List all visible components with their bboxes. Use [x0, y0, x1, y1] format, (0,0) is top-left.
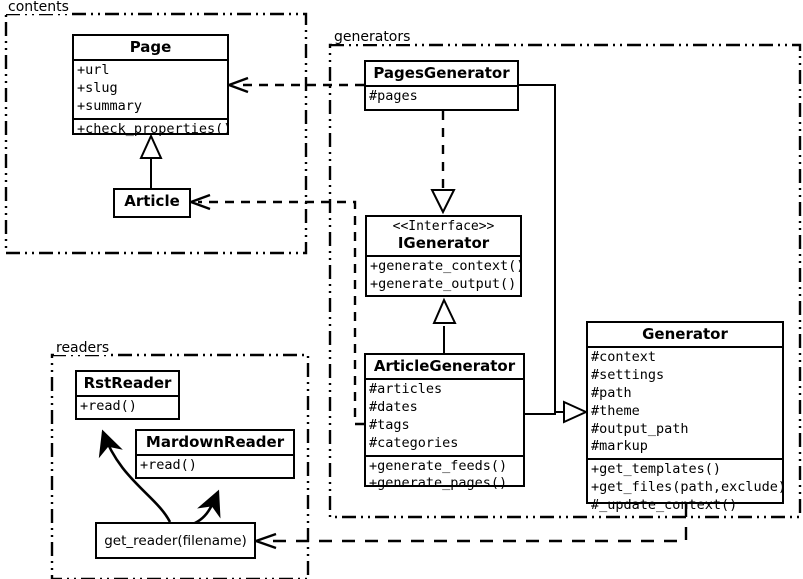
class-name-page: Page — [129, 38, 172, 56]
package-label-readers: readers — [54, 340, 112, 356]
class-methods-article_generator: +generate_feeds()+generate_pages() — [366, 454, 523, 496]
class-header-pages_generator: PagesGenerator — [366, 62, 517, 85]
class-stereotype-igenerator: <<Interface>> — [392, 219, 495, 234]
relationship-getreader-creates-mardownreader — [185, 489, 221, 528]
relationship-pagesgenerator-extends-generator — [519, 84, 589, 424]
class-header-article: Article — [115, 190, 189, 213]
relationship-article-extends-page — [139, 133, 163, 188]
class-box-igenerator[interactable]: <<Interface>>IGenerator+generate_context… — [365, 215, 525, 297]
class-methods-rst_reader: +read() — [77, 395, 178, 418]
class-box-generator[interactable]: Generator #context#settings#path#theme#ou… — [586, 321, 786, 513]
class-header-article_generator: ArticleGenerator — [366, 355, 523, 378]
package-label-generators: generators — [332, 29, 413, 45]
class-box-article_generator[interactable]: ArticleGenerator #articles#dates#tags#cat… — [364, 353, 525, 491]
class-box-page[interactable]: Page +url+slug+summary +check_properties() — [72, 34, 231, 137]
class-methods-mardown_reader: +read() — [137, 454, 293, 477]
package-label-contents: contents — [6, 0, 71, 15]
function-box-get_reader[interactable]: get_reader(filename) — [95, 522, 256, 559]
class-box-mardown_reader[interactable]: MardownReader +read() — [135, 429, 295, 479]
class-methods-page: +check_properties() — [74, 117, 232, 141]
class-methods-igenerator: +generate_context()+generate_output() — [367, 255, 525, 296]
class-header-page: Page — [74, 36, 227, 59]
class-attribute: #pages — [369, 88, 418, 105]
class-attributes-pages_generator: #pages — [366, 85, 517, 108]
class-attribute: +slug — [77, 80, 118, 97]
class-box-article[interactable]: Article — [113, 188, 191, 218]
class-method: +generate_pages() — [369, 475, 508, 492]
class-name-igenerator: IGenerator — [397, 233, 490, 252]
relationship-articlegenerator-implements-igenerator — [432, 297, 457, 353]
class-attribute: #path — [591, 384, 632, 401]
class-attribute: #output_path — [591, 420, 689, 437]
class-name-generator: Generator — [642, 325, 728, 343]
class-name-rst_reader: RstReader — [83, 374, 172, 392]
class-method: #_update_context() — [591, 496, 738, 513]
class-header-mardown_reader: MardownReader — [137, 431, 293, 454]
class-attribute: #categories — [369, 434, 459, 451]
relationship-generator-uses-getreader — [255, 504, 688, 550]
class-name-article: Article — [124, 192, 180, 210]
relationship-getreader-creates-rstreader — [98, 429, 172, 523]
class-method: +read() — [80, 398, 137, 415]
class-method: +read() — [140, 457, 197, 474]
class-name-mardown_reader: MardownReader — [145, 433, 285, 451]
class-name-article_generator: ArticleGenerator — [373, 357, 516, 375]
class-header-generator: Generator — [588, 323, 782, 346]
relationship-articlegenerator-extends-generator — [525, 412, 556, 415]
class-box-rst_reader[interactable]: RstReader +read() — [75, 370, 180, 420]
class-attribute: #context — [591, 349, 657, 366]
class-method: +check_properties() — [77, 120, 232, 137]
class-header-rst_reader: RstReader — [77, 372, 178, 395]
class-method: +get_templates() — [591, 461, 722, 478]
relationship-pagesgenerator-uses-page — [228, 76, 364, 94]
class-method: +get_files(path,exclude) — [591, 478, 787, 495]
class-attribute: #markup — [591, 438, 648, 455]
class-method: +generate_output() — [370, 276, 517, 292]
class-header-igenerator: <<Interface>>IGenerator — [367, 217, 520, 255]
package-frame-generators — [328, 43, 802, 519]
class-method: +generate_feeds() — [369, 457, 508, 474]
relationship-pagesgenerator-implements-igenerator — [430, 111, 456, 215]
class-attribute: #articles — [369, 381, 443, 398]
class-name-pages_generator: PagesGenerator — [373, 64, 510, 82]
class-attribute: +url — [77, 62, 110, 79]
class-methods-generator: +get_templates()+get_files(path,exclude)… — [588, 458, 787, 516]
class-attribute: #tags — [369, 416, 410, 433]
class-attribute: #dates — [369, 399, 418, 416]
package-frame-contents — [4, 12, 308, 255]
class-box-pages_generator[interactable]: PagesGenerator #pages — [364, 60, 519, 111]
class-attribute: #settings — [591, 367, 665, 384]
class-method: +generate_context() — [370, 258, 525, 275]
class-attributes-generator: #context#settings#path#theme#output_path… — [588, 346, 782, 458]
class-attribute: #theme — [591, 402, 640, 419]
class-attributes-page: +url+slug+summary — [74, 59, 227, 117]
class-attribute: +summary — [77, 97, 143, 114]
relationship-articlegenerator-uses-article — [190, 193, 364, 426]
package-frame-readers — [50, 353, 310, 579]
class-attributes-article_generator: #articles#dates#tags#categories — [366, 378, 523, 454]
